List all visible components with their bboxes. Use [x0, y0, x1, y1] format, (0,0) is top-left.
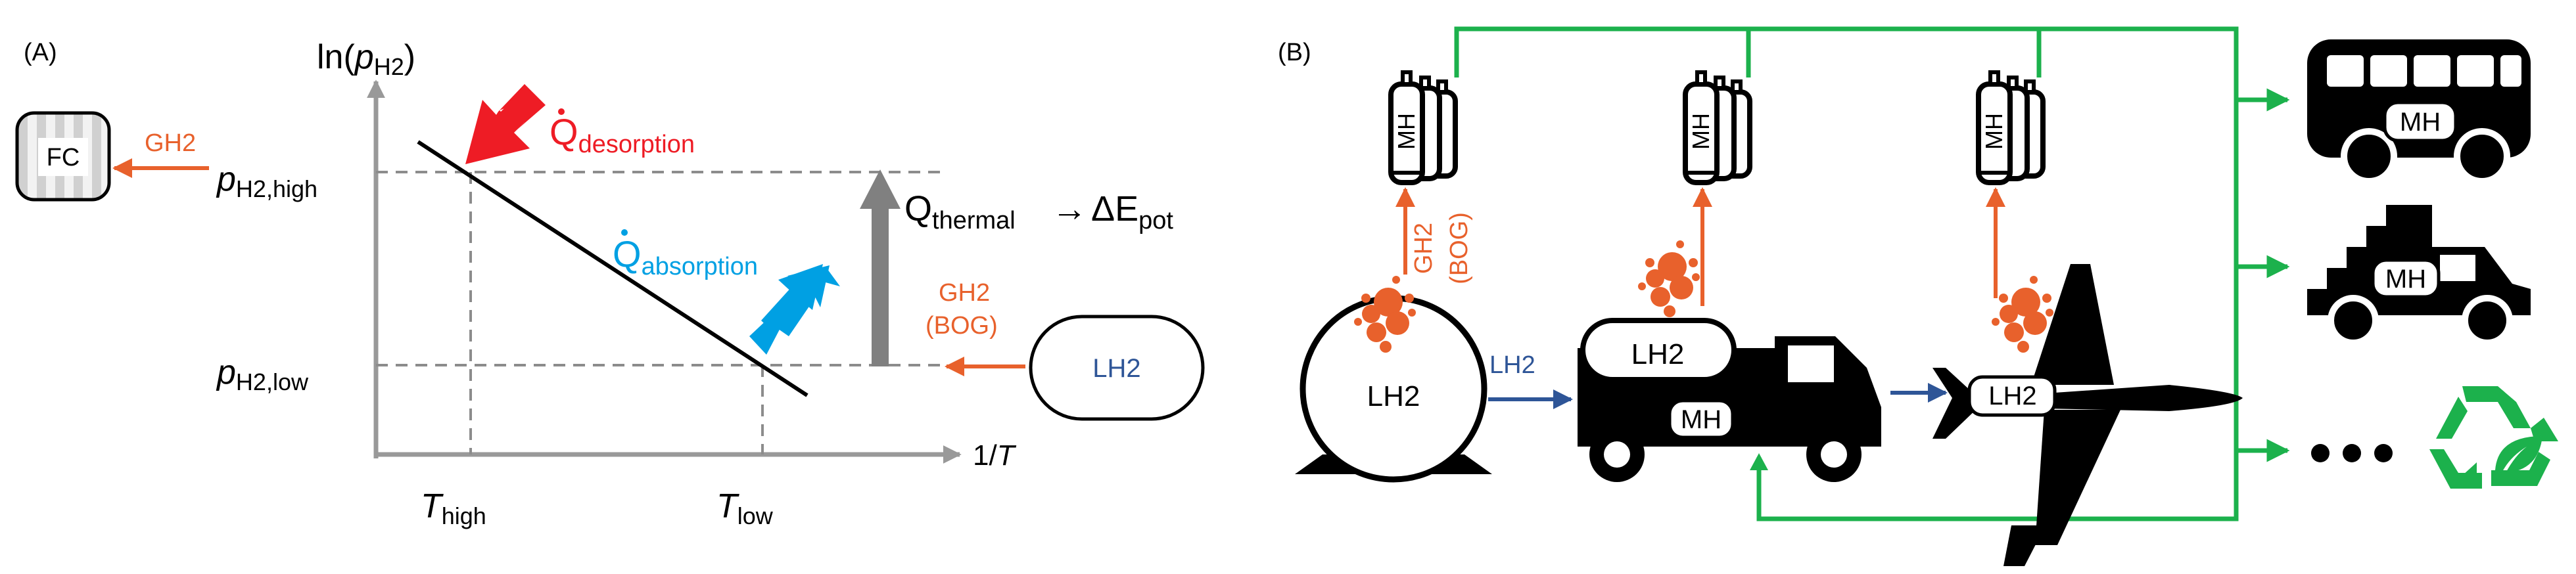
- distribution-network: [1454, 26, 2290, 521]
- bus-icon: MH: [2307, 39, 2531, 185]
- delta-e-label: ΔEpot: [1091, 189, 1173, 234]
- gh2-fc-label: GH2: [145, 129, 196, 157]
- bus-mh-label: MH: [2400, 108, 2441, 137]
- q-desorption-label: Qdesorption: [550, 111, 695, 158]
- lh2-tank-a-label: LH2: [1092, 354, 1140, 383]
- lh2-arrow-label: LH2: [1489, 351, 1535, 379]
- recycle-leaf-icon: [2429, 386, 2558, 489]
- y-axis-label: ln(pH2): [317, 38, 415, 80]
- tipper-mh-label: MH: [2385, 265, 2426, 294]
- tanker-truck: LH2 MH: [1578, 318, 1881, 482]
- lh2-tank-a: [1029, 315, 1205, 421]
- gh2-bog-b-line2: (BOG): [1445, 212, 1473, 284]
- vant-hoff-line: [417, 140, 808, 397]
- lh2-storage-sphere: LH2: [1295, 295, 1492, 483]
- guide-lines: [376, 171, 947, 454]
- thermal-arrow: [860, 169, 901, 366]
- plane-tank-label: LH2: [1988, 382, 2036, 410]
- gh2-bog-a-line2: (BOG): [925, 312, 998, 340]
- lh2-sphere-label: LH2: [1367, 380, 1420, 412]
- tipper-truck-icon: MH: [2307, 205, 2531, 346]
- p-low-label: pH2,low: [216, 353, 309, 395]
- q-absorption-dot: [621, 229, 628, 236]
- p-high-label: pH2,high: [216, 160, 317, 202]
- fuel-cell-box: FC: [15, 111, 111, 202]
- q-absorption-label: Qabsorption: [613, 233, 758, 280]
- gh2-bog-b-line1: GH2: [1410, 223, 1438, 274]
- truck-mh-label: MH: [1681, 405, 1721, 434]
- more-applications-dots: [2311, 444, 2393, 462]
- mh-cylinders-2: MH: [1685, 72, 1750, 183]
- x-axis-label: 1/T: [973, 439, 1017, 472]
- truck-tank-label: LH2: [1631, 338, 1685, 370]
- mh-label-3: MH: [1980, 113, 2007, 150]
- airplane: [1932, 264, 2243, 566]
- panel-a-label: (A): [24, 39, 57, 66]
- mh-cylinders-3: MH: [1979, 72, 2043, 183]
- q-desorption-dot: [558, 108, 565, 115]
- gh2-bog-a-line1: GH2: [939, 279, 990, 307]
- mh-cylinders-1: MH: [1391, 72, 1455, 183]
- fc-label: FC: [47, 144, 80, 171]
- t-low-label: Tlow: [716, 487, 774, 529]
- mh-label-2: MH: [1687, 113, 1714, 150]
- panel-b-label: (B): [1278, 39, 1311, 66]
- q-thermal-label: Qthermal: [904, 189, 1016, 234]
- mh-label-1: MH: [1393, 113, 1420, 150]
- ellipsis-text: •••: [2307, 564, 2308, 565]
- t-high-label: Thigh: [421, 487, 486, 529]
- arrow-symbol: →: [1052, 189, 1087, 229]
